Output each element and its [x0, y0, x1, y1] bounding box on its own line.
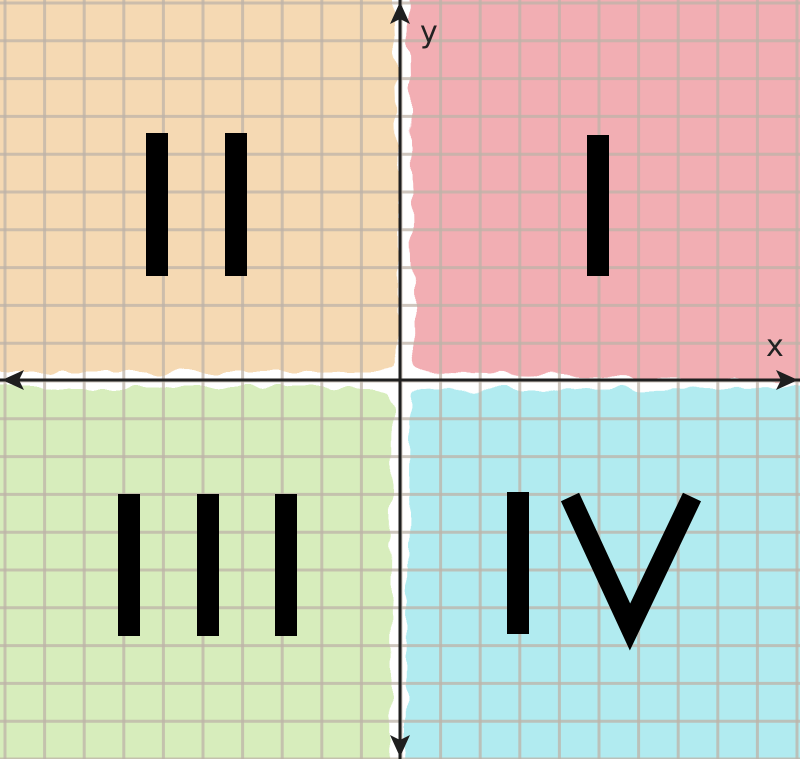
numeral-ii — [146, 133, 247, 276]
quadrant-ii-fill — [0, 0, 399, 372]
quadrant-numerals — [118, 133, 702, 651]
numeral-iii — [118, 494, 297, 636]
y-axis-down-arrow-icon — [390, 735, 410, 757]
x-axis-right-arrow-icon — [776, 370, 798, 390]
x-axis-left-arrow-icon — [2, 370, 24, 390]
quadrant-iii-fill — [0, 388, 392, 759]
y-axis-up-arrow-icon — [390, 2, 410, 24]
numeral-iv — [507, 492, 702, 651]
x-axis-label: x — [766, 329, 784, 364]
y-axis-label: y — [420, 15, 438, 50]
